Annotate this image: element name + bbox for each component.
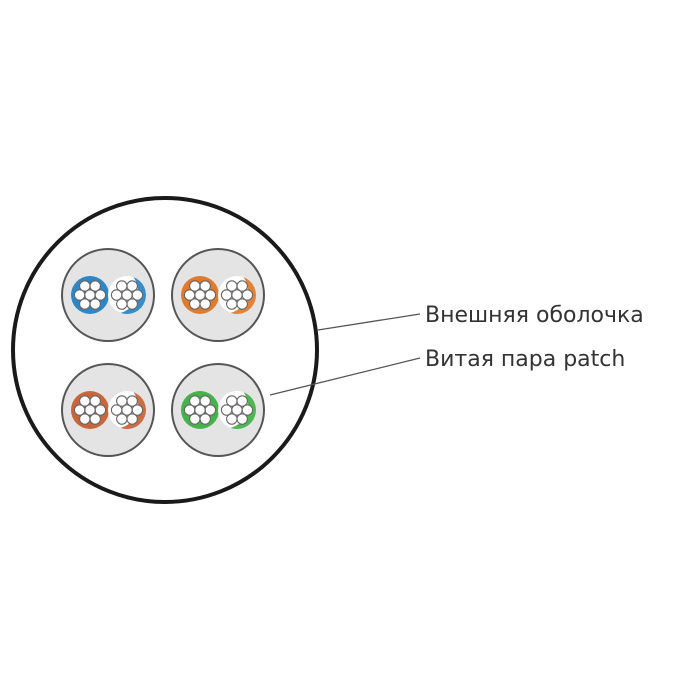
conductor-strand	[73, 289, 86, 301]
conductor-strand	[226, 413, 238, 425]
conductor-strand	[110, 404, 123, 416]
conductor-strand	[189, 413, 201, 425]
callout-line-twisted-pair	[269, 357, 421, 396]
conductor-strand	[116, 298, 128, 310]
conductor-strand	[89, 280, 101, 292]
conductor-strand	[94, 289, 107, 301]
conductor-strand	[226, 298, 238, 310]
conductor-strand	[199, 280, 211, 292]
conductor-strand	[236, 280, 248, 292]
conductor-strand	[126, 298, 138, 310]
twisted-pairs-group	[61, 248, 265, 457]
conductor-strand	[183, 289, 196, 301]
conductor-strand	[236, 298, 248, 310]
conductor-strand	[94, 404, 107, 416]
conductor-strand	[79, 395, 91, 407]
label-twisted-pair: Витая пара patch	[425, 347, 625, 372]
green-pair	[171, 363, 265, 457]
conductor-strand	[189, 395, 201, 407]
conductor-strand	[116, 395, 128, 407]
conductor-strand	[89, 413, 101, 425]
wire-color-stripe	[230, 392, 256, 429]
wire-color-stripe	[120, 392, 146, 429]
conductor-strand	[189, 280, 201, 292]
conductor-strand	[226, 280, 238, 292]
conductor-strand	[131, 404, 144, 416]
conductor-strand	[116, 413, 128, 425]
conductor-strand	[199, 395, 211, 407]
conductor-strand	[110, 289, 123, 301]
conductor-strand	[204, 289, 217, 301]
conductor-strand	[89, 298, 101, 310]
outer-jacket	[11, 196, 319, 504]
label-outer-jacket: Внешняя оболочка	[425, 303, 644, 328]
conductor-strand	[131, 289, 144, 301]
conductor-strand	[220, 289, 233, 301]
conductor-strand	[79, 280, 91, 292]
callout-line-outer-jacket	[317, 313, 421, 331]
conductor-strand	[183, 404, 196, 416]
conductor-strand	[79, 298, 91, 310]
conductor-strand	[126, 395, 138, 407]
orange-pair	[171, 248, 265, 342]
conductor-strand	[204, 404, 217, 416]
conductor-strand	[116, 280, 128, 292]
conductor-strand	[189, 298, 201, 310]
conductor-strand	[241, 404, 254, 416]
conductor-strand	[126, 413, 138, 425]
blue-pair	[61, 248, 155, 342]
conductor-strand	[79, 413, 91, 425]
conductor-strand	[241, 289, 254, 301]
conductor-strand	[236, 413, 248, 425]
conductor-strand	[126, 280, 138, 292]
brown-pair	[61, 363, 155, 457]
conductor-strand	[236, 395, 248, 407]
wire-color-stripe	[120, 277, 146, 314]
wire-color-stripe	[230, 277, 256, 314]
conductor-strand	[220, 404, 233, 416]
conductor-strand	[199, 298, 211, 310]
conductor-strand	[226, 395, 238, 407]
conductor-strand	[73, 404, 86, 416]
conductor-strand	[89, 395, 101, 407]
conductor-strand	[199, 413, 211, 425]
